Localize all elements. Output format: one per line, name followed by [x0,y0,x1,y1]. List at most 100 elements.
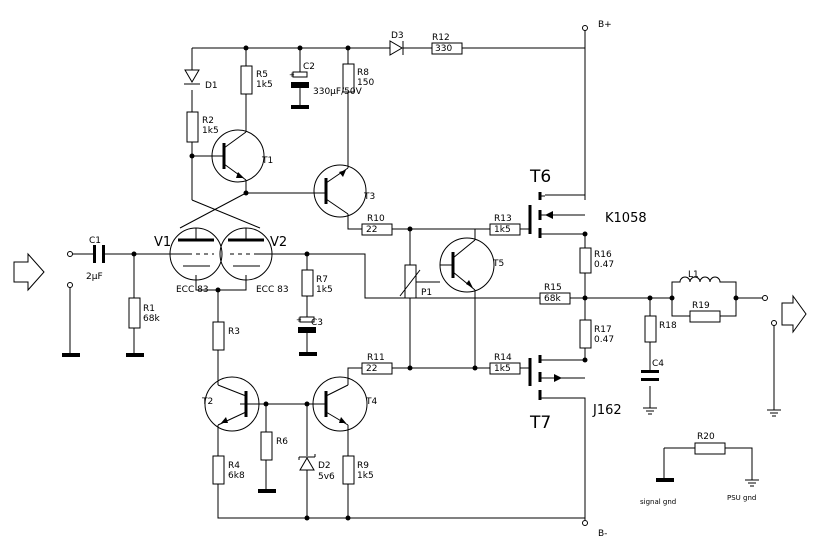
resistor-r18 [644,315,657,343]
resistor-r5 [240,65,253,95]
resistor-r8 [342,63,355,93]
label-r17: R17 [594,325,612,335]
diode-d3 [389,40,403,56]
svg-text:+: + [289,71,295,79]
capacitors: + + [93,71,659,381]
resistor-r12 [431,42,463,55]
resistor-r16 [579,247,592,274]
label-t1: T1 [261,156,273,166]
label-r20: R20 [697,432,715,442]
label-r16: R16 [594,250,612,260]
resistor-r20 [694,442,726,455]
label-p1: P1 [421,288,432,298]
label-r8-val: 150 [357,78,374,88]
resistor-r19 [689,310,721,323]
label-r18: R18 [659,321,677,331]
label-b-minus: B- [598,529,607,539]
label-r6: R6 [276,437,288,447]
output-arrow-icon [781,294,807,334]
label-r10-val: 22 [366,225,377,235]
label-c2-val: 330µF/50V [313,87,363,97]
label-signal-gnd: signal gnd [640,498,676,506]
label-d2: D2 [318,461,331,471]
label-r11-val: 22 [366,364,377,374]
label-r2-val: 1k5 [202,126,219,136]
resistors [128,42,726,485]
label-t6: T6 [529,167,551,187]
label-r16-val: 0.47 [594,260,614,270]
label-r4-val: 6k8 [228,471,245,481]
resistor-r13 [489,223,521,236]
label-r9: R9 [357,461,369,471]
diodes [184,40,404,471]
label-r3: R3 [228,327,240,337]
resistor-r10 [361,223,393,236]
label-r1-val: 68k [143,314,160,324]
label-d2-val: 5v6 [318,472,335,482]
label-r9-val: 1k5 [357,471,374,481]
label-j162: J162 [592,403,622,418]
label-c4: C4 [652,359,664,369]
label-ecc83-2: ECC 83 [256,285,289,295]
transistor-t3 [313,164,367,218]
label-c1: C1 [89,236,101,246]
label-v2: V2 [270,235,287,250]
label-t2: T2 [201,397,213,407]
input-arrow-icon [13,252,45,292]
label-r5: R5 [256,70,268,80]
label-ecc83-1: ECC 83 [176,285,209,295]
grounds [62,105,781,493]
label-r17-val: 0.47 [594,335,614,345]
label-r7: R7 [316,275,328,285]
capacitor-c1-plate-a [93,245,96,263]
label-c3: C3 [311,318,323,328]
label-d1: D1 [205,81,218,91]
label-t3: T3 [363,192,375,202]
label-r13-val: 1k5 [494,225,511,235]
capacitor-c2 [291,82,309,88]
label-t5: T5 [492,259,504,269]
transistor-t1 [211,129,265,183]
label-psu-gnd: PSU gnd [727,494,756,502]
label-r15: R15 [544,283,562,293]
label-r11: R11 [367,353,385,363]
potentiometer-p1 [404,264,417,299]
label-k1058: K1058 [605,211,647,226]
inductor-l1 [671,276,737,298]
vacuum-tubes [169,227,273,281]
label-r12: R12 [432,33,450,43]
resistor-r4 [212,455,225,485]
resistor-r9 [342,455,355,485]
wires [69,30,775,520]
resistor-r6 [260,431,273,461]
label-r5-val: 1k5 [256,80,273,90]
labels: B+ B- T6 T7 K1058 J162 V1 V2 ECC 83 ECC … [86,20,756,539]
label-t7: T7 [529,413,551,433]
resistor-r1 [128,297,141,329]
capacitor-c4-plate-b [641,378,659,381]
resistor-r11 [361,362,393,375]
label-r7-val: 1k5 [316,285,333,295]
label-r19: R19 [692,301,710,311]
terminals [67,25,777,526]
label-r13: R13 [494,214,512,224]
transistors [204,129,495,432]
capacitor-c4-plate-a [641,370,659,373]
resistor-r14 [489,362,521,375]
zener-d2 [299,457,315,471]
resistor-r15 [539,292,571,305]
capacitor-c1-plate-b [102,245,105,263]
resistor-r3 [212,321,225,351]
label-r12-val: 330 [435,44,452,54]
transistor-t2 [204,376,260,432]
label-d3: D3 [391,31,404,41]
svg-text:+: + [296,316,302,324]
label-r2: R2 [202,116,214,126]
label-l1: L1 [688,270,699,280]
resistor-r2 [186,111,199,143]
resistor-r7 [301,269,314,297]
resistor-r17 [579,319,592,349]
label-r14: R14 [494,353,512,363]
label-t4: T4 [365,397,377,407]
